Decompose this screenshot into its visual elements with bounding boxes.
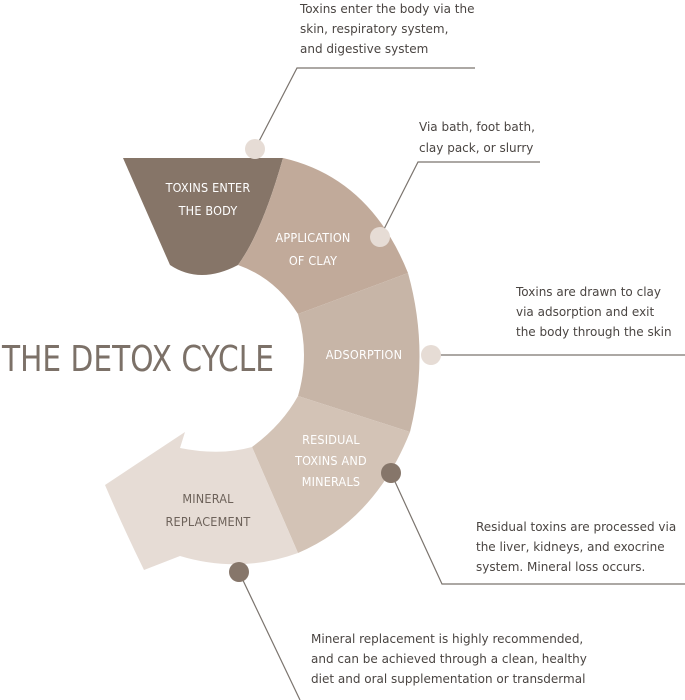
segment-mineral-replacement-arrow (105, 432, 298, 570)
page-title: THE DETOX CYCLE (1, 339, 274, 380)
segment-labels: TOXINS ENTER THE BODY APPLICATION OF CLAY AD… (165, 180, 402, 529)
stage-note-line: Toxins are drawn to clay (515, 285, 661, 299)
stage-note-line: Toxins enter the body via the (299, 2, 475, 16)
segment-label-3: ADSORPTION (326, 347, 402, 362)
segment-label-5: MINERAL REPLACEMENT (166, 491, 251, 529)
segment-label-line: TOXINS ENTER (165, 180, 251, 195)
stage-note-line: diet and oral supplementation or transde… (311, 672, 585, 686)
segment-label-line: ADSORPTION (326, 347, 402, 362)
leader-line-2 (379, 161, 540, 238)
stage-note-line: the liver, kidneys, and exocrine (476, 540, 665, 554)
dot-icon (370, 227, 390, 247)
stage-note-line: via adsorption and exit (516, 305, 655, 319)
stage-note-line: skin, respiratory system, (300, 22, 448, 36)
leader-line-5 (238, 571, 301, 700)
segment-label-line: RESIDUAL (302, 432, 360, 447)
segment-label-line: REPLACEMENT (166, 514, 251, 529)
connector-dots (229, 139, 441, 582)
stage-note-line: clay pack, or slurry (419, 141, 533, 155)
stage-note-4: Residual toxins are processed via the liv… (476, 520, 676, 574)
stage-note-1: Toxins enter the body via the skin, respi… (299, 2, 475, 56)
cycle-segments (105, 158, 420, 570)
stage-note-line: and can be achieved through a clean, hea… (311, 652, 587, 666)
stage-note-line: Mineral replacement is highly recommende… (311, 632, 583, 646)
segment-label-1: TOXINS ENTER THE BODY (165, 180, 251, 218)
segment-application-of-clay (238, 158, 408, 314)
stage-note-line: Residual toxins are processed via (476, 520, 676, 534)
dot-icon (229, 562, 249, 582)
segment-label-4: RESIDUAL TOXINS AND MINERALS (294, 432, 367, 489)
stage-note-3: Toxins are drawn to clay via adsorption a… (515, 285, 672, 339)
stage-note-line: system. Mineral loss occurs. (476, 560, 645, 574)
segment-adsorption (298, 273, 420, 432)
segment-residual-toxins-and-minerals (252, 396, 410, 553)
leader-line-4 (390, 472, 685, 585)
leader-lines (238, 67, 685, 700)
stage-note-line: Via bath, foot bath, (419, 120, 535, 134)
leader-line-1 (254, 67, 475, 150)
segment-toxins-enter-the-body (123, 158, 283, 275)
stage-note-line: and digestive system (300, 42, 428, 56)
stage-note-5: Mineral replacement is highly recommende… (311, 632, 587, 686)
segment-label-line: APPLICATION (275, 230, 350, 245)
segment-label-line: OF CLAY (289, 253, 337, 268)
segment-label-line: THE BODY (178, 203, 238, 218)
stage-notes: Toxins enter the body via the skin, respi… (299, 2, 676, 686)
dot-icon (421, 345, 441, 365)
stage-note-line: the body through the skin (516, 325, 672, 339)
segment-label-line: TOXINS AND (294, 453, 367, 468)
segment-label-line: MINERAL (182, 491, 234, 506)
dot-icon (381, 463, 401, 483)
segment-label-line: MINERALS (302, 474, 361, 489)
dot-icon (245, 139, 265, 159)
stage-note-2: Via bath, foot bath, clay pack, or slurry (419, 120, 535, 155)
segment-label-2: APPLICATION OF CLAY (275, 230, 350, 268)
